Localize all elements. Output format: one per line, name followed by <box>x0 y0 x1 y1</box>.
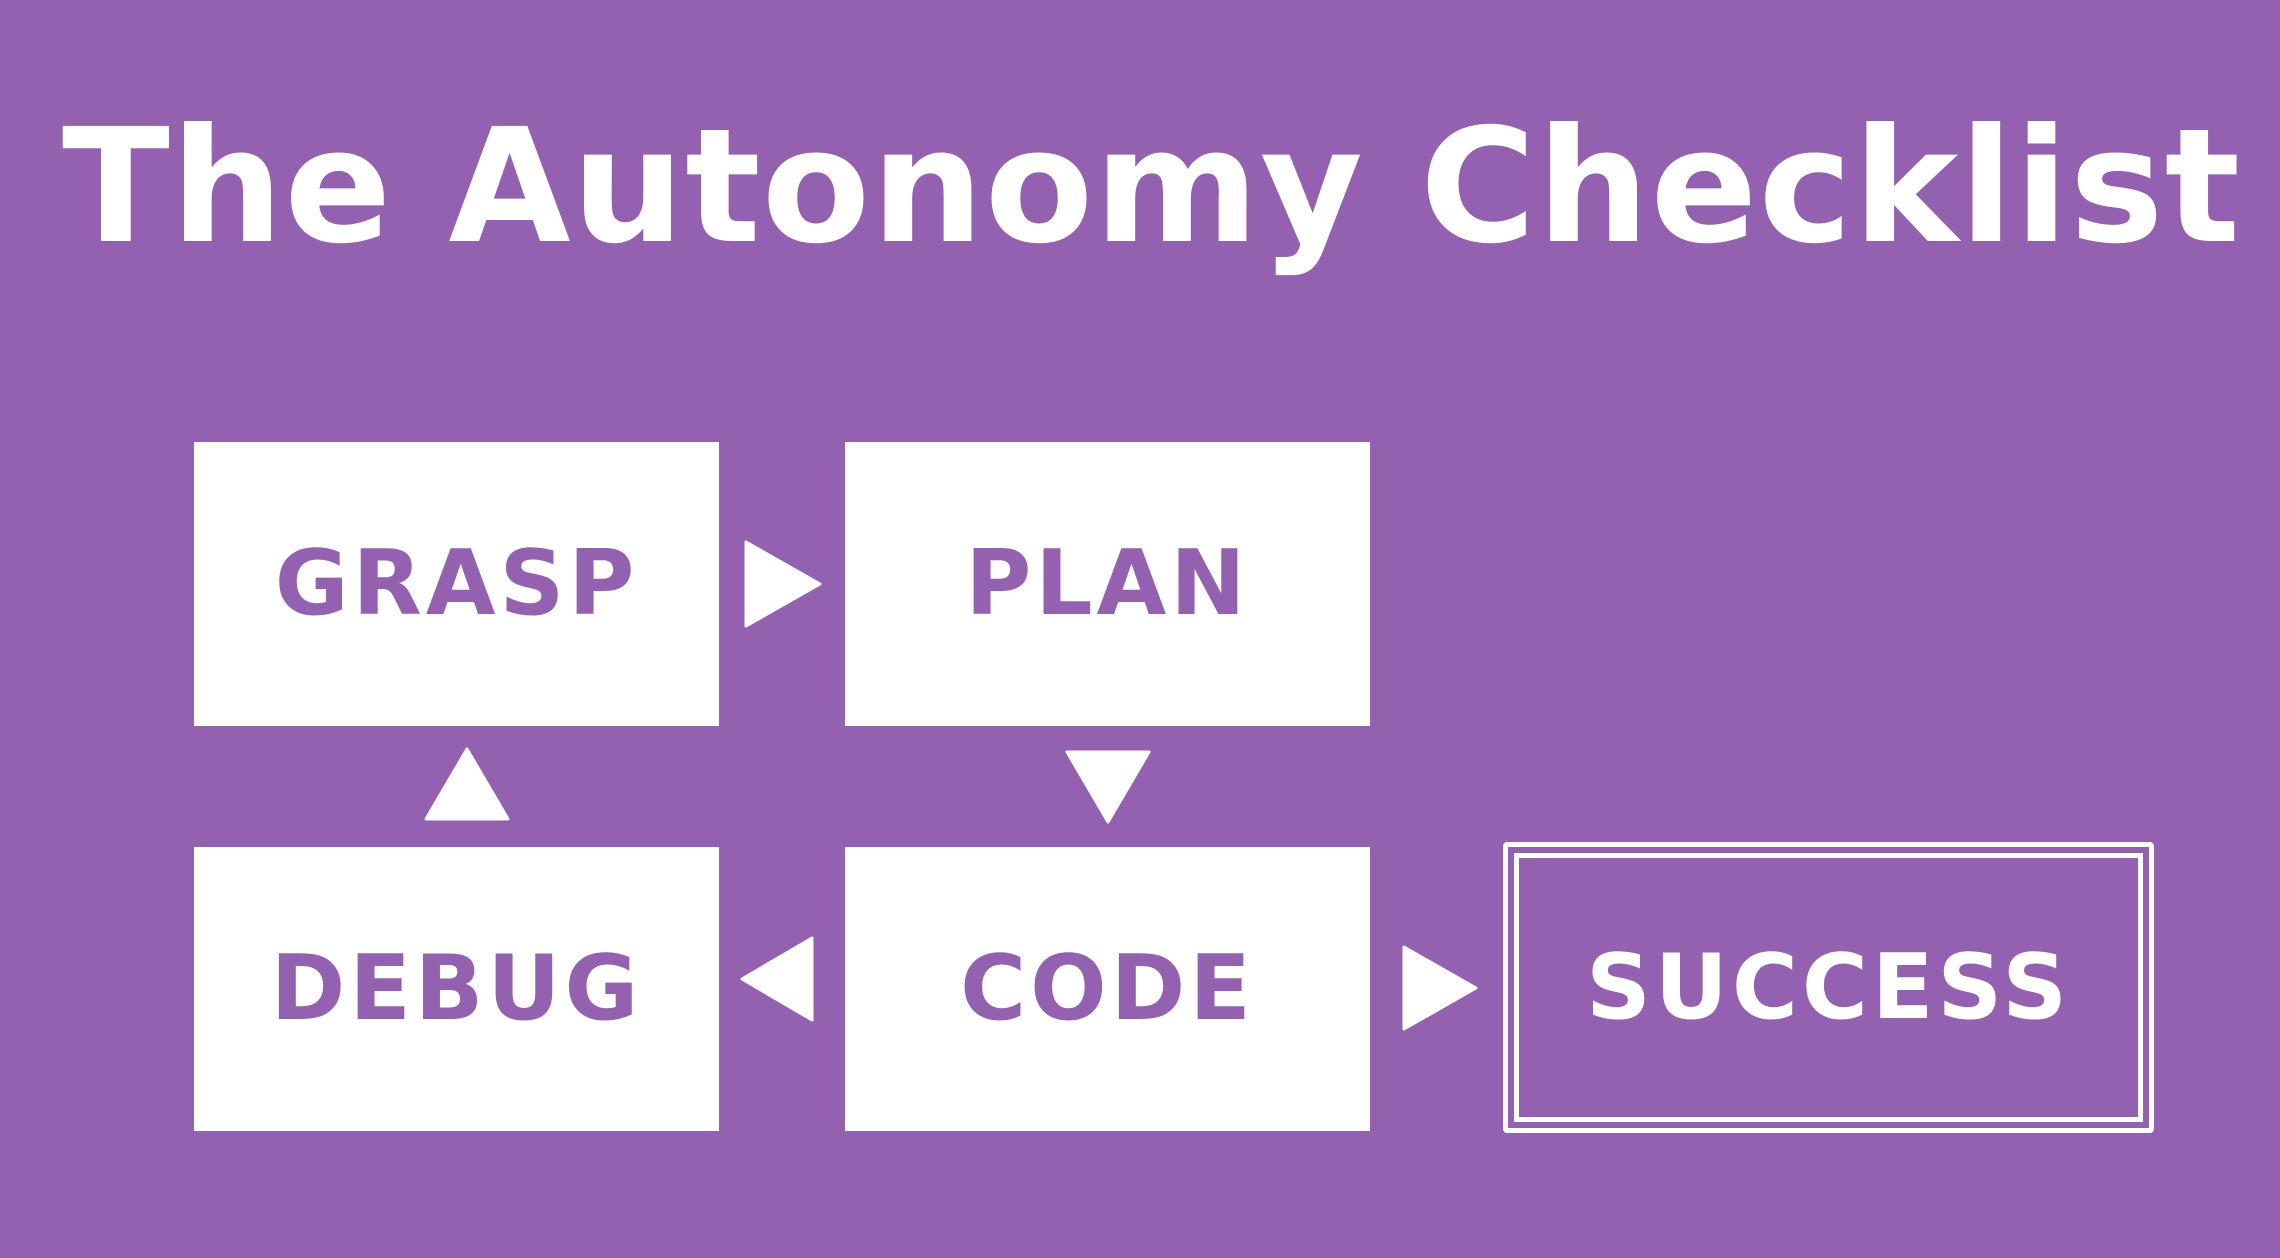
arrow-right-icon <box>1402 945 1478 1031</box>
step-success: SUCCESS <box>1503 842 2154 1133</box>
step-plan: PLAN <box>845 442 1370 726</box>
step-plan-label: PLAN <box>965 531 1250 636</box>
step-success-frame: SUCCESS <box>1514 853 2143 1122</box>
arrow-right-icon <box>744 540 822 628</box>
arrow-up-icon <box>424 747 510 821</box>
step-debug: DEBUG <box>194 847 719 1131</box>
arrow-left-icon <box>740 936 814 1022</box>
step-debug-label: DEBUG <box>270 936 643 1041</box>
page-title: The Autonomy Checklist <box>62 95 2242 279</box>
step-code: CODE <box>845 847 1370 1131</box>
step-code-label: CODE <box>960 936 1255 1041</box>
step-grasp-label: GRASP <box>274 531 639 636</box>
arrow-down-icon <box>1065 750 1151 824</box>
step-grasp: GRASP <box>194 442 719 726</box>
step-success-label: SUCCESS <box>1585 934 2072 1040</box>
